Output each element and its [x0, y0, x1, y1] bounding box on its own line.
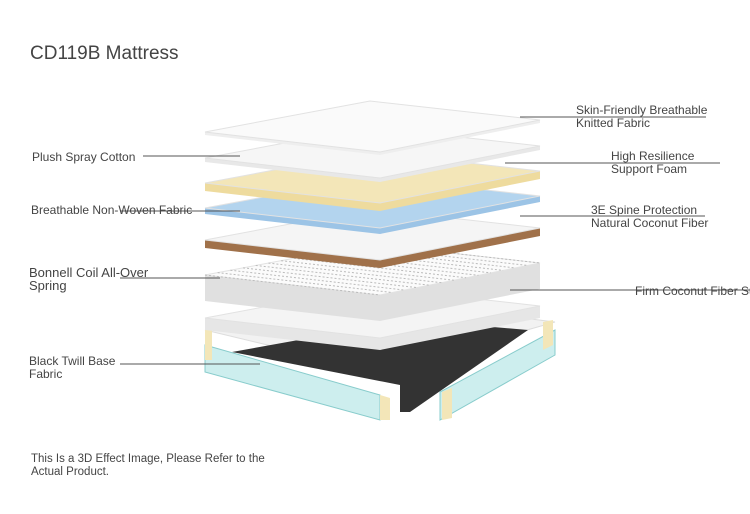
spring-coil-line: [230, 269, 405, 291]
disclaimer-note: This Is a 3D Effect Image, Please Refer …: [31, 453, 265, 479]
label-spine-protection: 3E Spine Protection Natural Coconut Fibe…: [591, 204, 708, 230]
label-line: 3E Spine Protection: [591, 203, 698, 217]
layer-top: [204, 100, 541, 153]
spring-coil-line: [293, 257, 467, 279]
label-line: Support Foam: [611, 162, 688, 176]
label-high-resilience: High Resilience Support Foam: [611, 150, 694, 176]
label-line: Bonnell Coil All-Over: [29, 265, 149, 280]
label-line: Natural Coconut Fiber: [591, 216, 709, 230]
label-line: Spring: [29, 278, 67, 293]
note-line: This Is a 3D Effect Image, Please Refer …: [31, 453, 265, 465]
label-line: Knitted Fabric: [576, 116, 651, 130]
label-non-woven: Breathable Non-Woven Fabric: [31, 203, 193, 217]
spring-coil-line: [268, 262, 442, 284]
label-line: Fabric: [29, 367, 63, 381]
label-bonnell-coil: Bonnell Coil All-Over Spring: [29, 266, 148, 292]
label-skin-friendly: Skin-Friendly Breathable Knitted Fabric: [576, 104, 707, 130]
layer-side: [205, 196, 540, 234]
spring-coil-line: [217, 272, 393, 294]
label-line: Skin-Friendly Breathable: [576, 103, 708, 117]
note-line: Actual Product.: [31, 466, 109, 478]
black-twill-base: [232, 320, 528, 412]
leader-lines: [120, 116, 750, 365]
layer-side: [205, 263, 540, 321]
spring-coil-line: [281, 260, 454, 281]
label-line: Black Twill Base: [29, 354, 116, 368]
spring-coil-line: [255, 264, 430, 286]
layer-stack: [204, 100, 541, 350]
knitted-fabric-layer: [204, 100, 541, 155]
page-title: CD119B Mattress: [30, 43, 179, 64]
label-plush-spray-cotton: Plush Spray Cotton: [32, 150, 136, 164]
label-firm-coconut: Firm Coconut Fiber Su: [635, 284, 750, 298]
label-black-twill: Black Twill Base Fabric: [29, 355, 115, 381]
spring-coil-line: [204, 274, 381, 296]
label-line: High Resilience: [611, 149, 695, 163]
layer-side: [205, 306, 540, 350]
spring-coil-line: [243, 267, 417, 289]
